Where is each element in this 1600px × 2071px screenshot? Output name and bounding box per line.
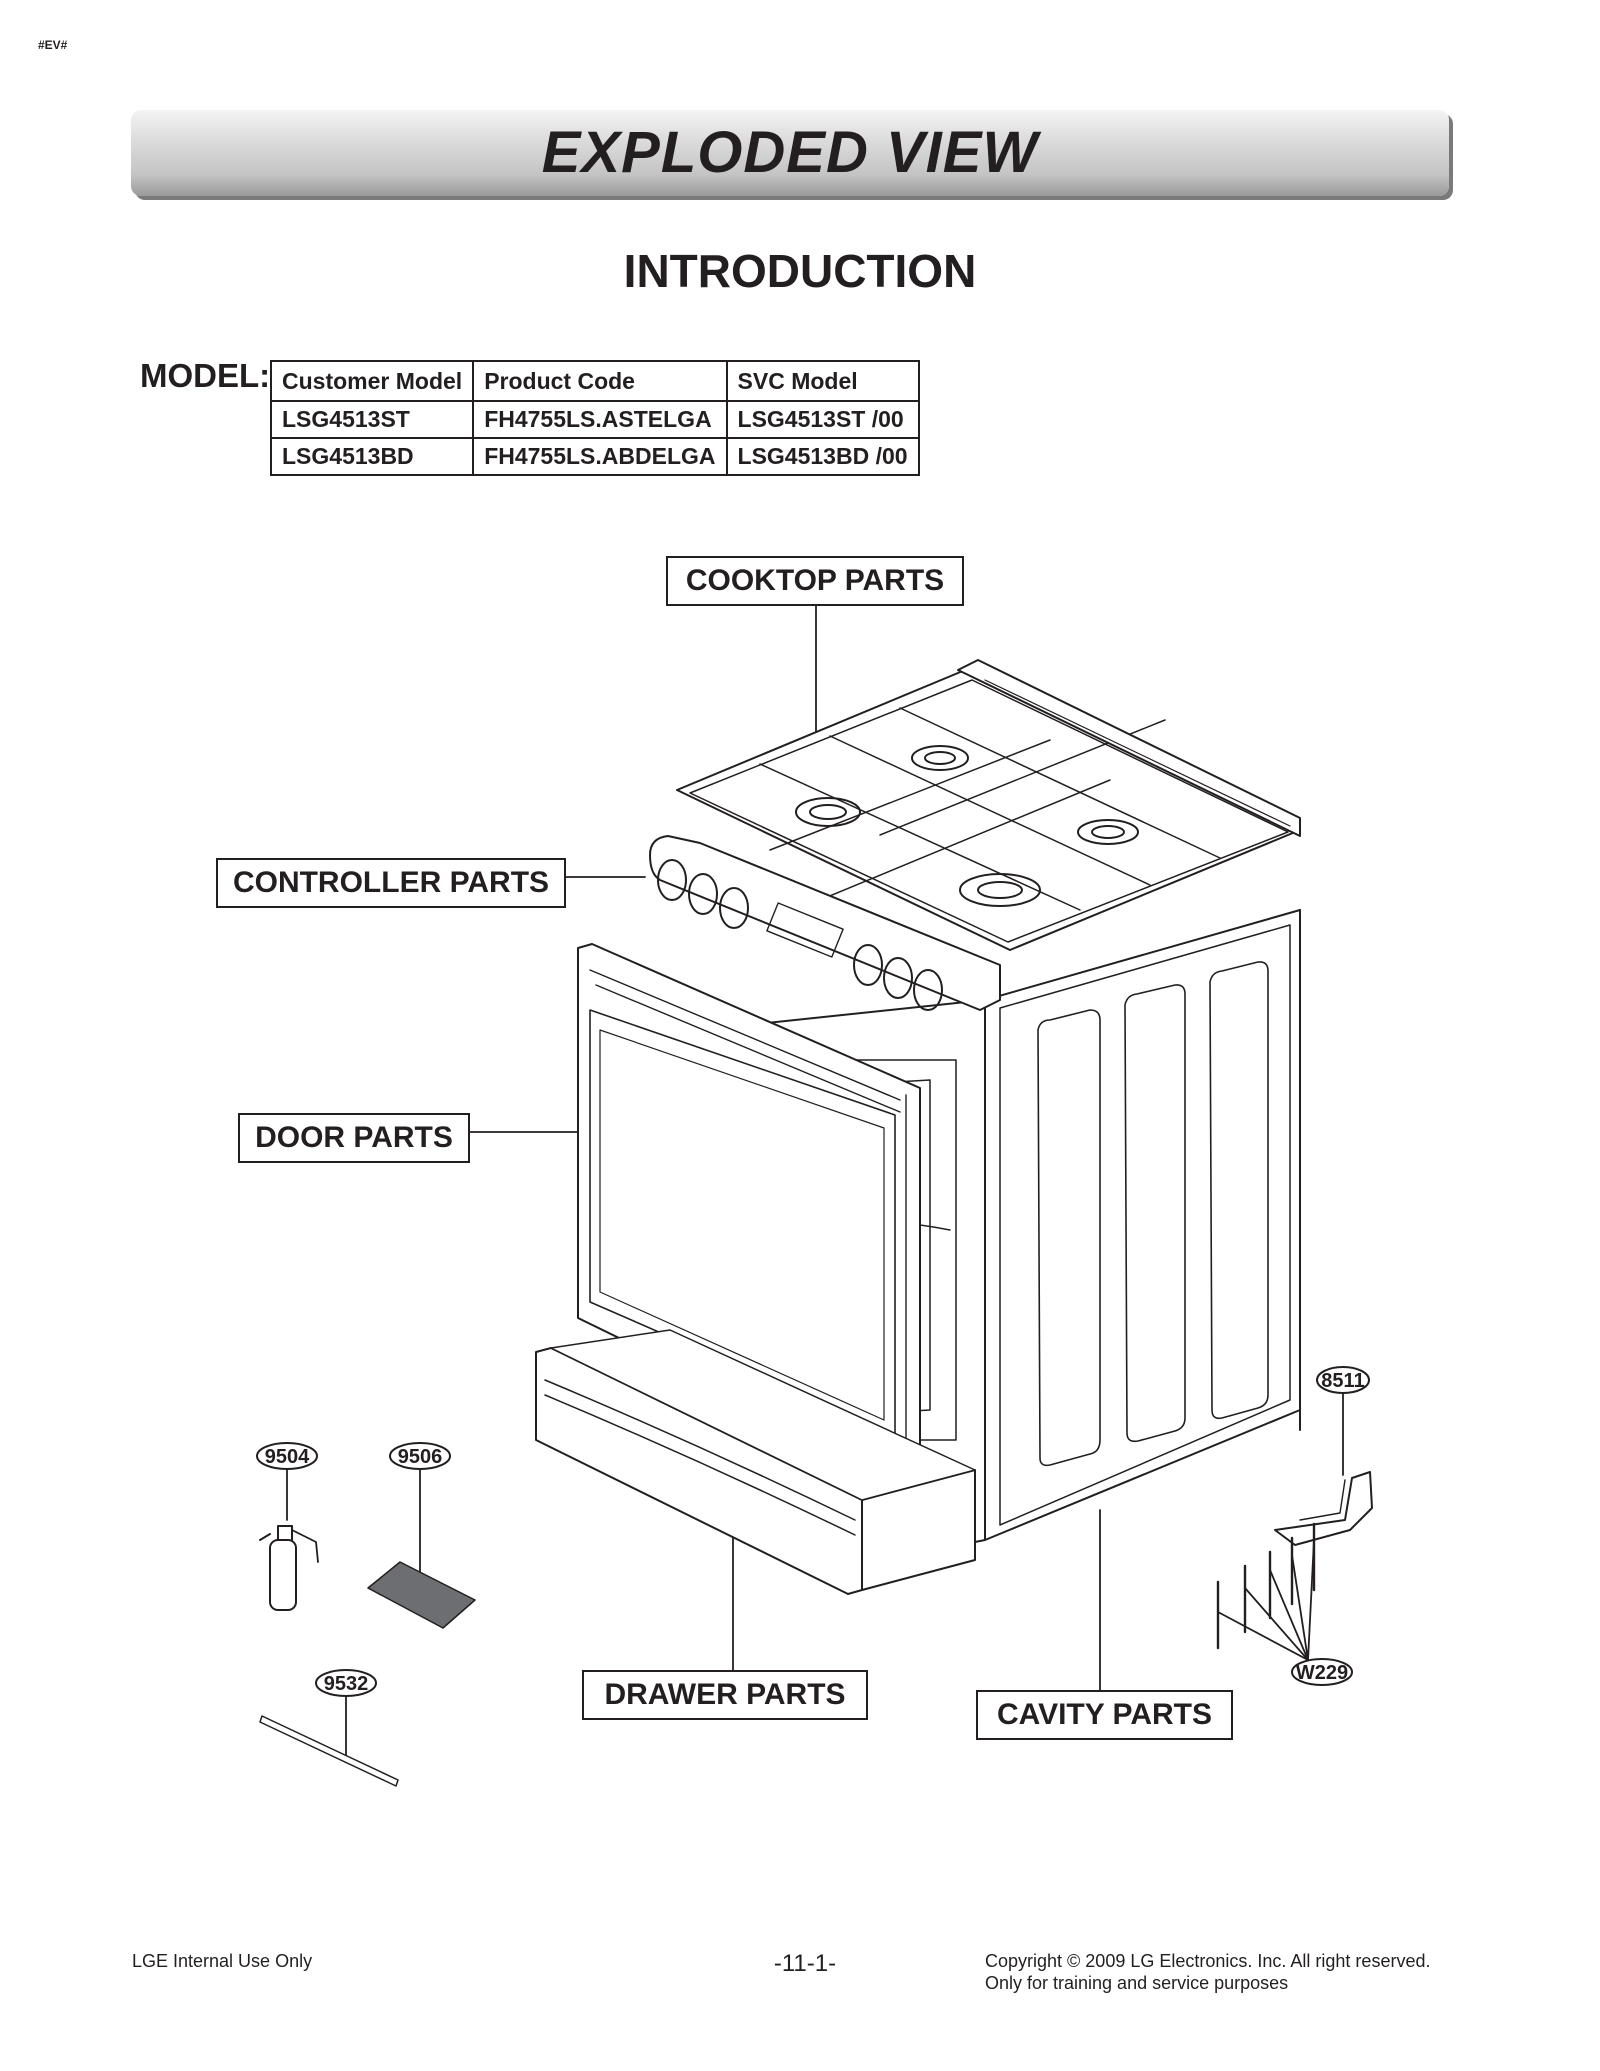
title-banner bbox=[131, 110, 1449, 196]
column-header-product-code: Product Code bbox=[472, 360, 728, 402]
part-number-9532: 9532 bbox=[324, 1673, 369, 1695]
controller-parts-label: CONTROLLER PARTS bbox=[216, 858, 566, 908]
part-number-8511: 8511 bbox=[1321, 1370, 1364, 1392]
screws bbox=[1216, 1522, 1316, 1650]
footer-internal-use: LGE Internal Use Only bbox=[132, 1951, 313, 1971]
footer-copyright-block: Copyright © 2009 LG Electronics. Inc. Al… bbox=[985, 1950, 1430, 1994]
cooktop-assembly bbox=[676, 659, 1301, 951]
part-number-9506: 9506 bbox=[398, 1446, 443, 1468]
door-parts-label: DOOR PARTS bbox=[238, 1113, 470, 1163]
svc-model-cell: LSG4513ST /00 bbox=[725, 400, 920, 439]
spray-bottle bbox=[259, 1525, 319, 1611]
model-table: Customer Model Product Code SVC Model LS… bbox=[269, 360, 920, 476]
part-callouts: 8511 9504 9506 9532 W229 bbox=[256, 1366, 1370, 1697]
svc-model-cell: LSG4513BD /00 bbox=[725, 437, 920, 476]
cavity-parts-label: CAVITY PARTS bbox=[976, 1690, 1233, 1740]
footer-note: Only for training and service purposes bbox=[985, 1973, 1289, 1993]
storage-drawer bbox=[535, 1329, 976, 1595]
drawer-parts-label: DRAWER PARTS bbox=[582, 1670, 868, 1720]
document-tag: #EV# bbox=[38, 38, 68, 52]
table-row: LSG4513BD FH4755LS.ABDELGA LSG4513BD /00 bbox=[269, 437, 920, 476]
trim-rod bbox=[259, 1715, 399, 1787]
column-header-customer-model: Customer Model bbox=[269, 360, 475, 402]
customer-model-cell: LSG4513BD bbox=[269, 437, 475, 476]
customer-model-cell: LSG4513ST bbox=[269, 400, 475, 439]
product-code-cell: FH4755LS.ABDELGA bbox=[472, 437, 728, 476]
page-number: -11-1- bbox=[773, 1950, 837, 1977]
part-number-w229: W229 bbox=[1296, 1662, 1348, 1684]
part-number-9504: 9504 bbox=[265, 1446, 310, 1468]
section-heading: INTRODUCTION bbox=[623, 245, 977, 297]
column-header-svc-model: SVC Model bbox=[725, 360, 920, 402]
table-header-row: Customer Model Product Code SVC Model bbox=[269, 360, 920, 402]
model-label: MODEL: bbox=[140, 357, 271, 394]
table-row: LSG4513ST FH4755LS.ASTELGA LSG4513ST /00 bbox=[269, 400, 920, 439]
footer-copyright: Copyright © 2009 LG Electronics. Inc. Al… bbox=[985, 1951, 1431, 1971]
product-code-cell: FH4755LS.ASTELGA bbox=[472, 400, 728, 439]
cooktop-parts-label: COOKTOP PARTS bbox=[666, 556, 964, 606]
controller-panel bbox=[649, 835, 1001, 1011]
anti-tip-bracket bbox=[1274, 1471, 1373, 1546]
scrub-pad bbox=[367, 1561, 476, 1629]
page-title: EXPLODED VIEW bbox=[541, 120, 1039, 185]
